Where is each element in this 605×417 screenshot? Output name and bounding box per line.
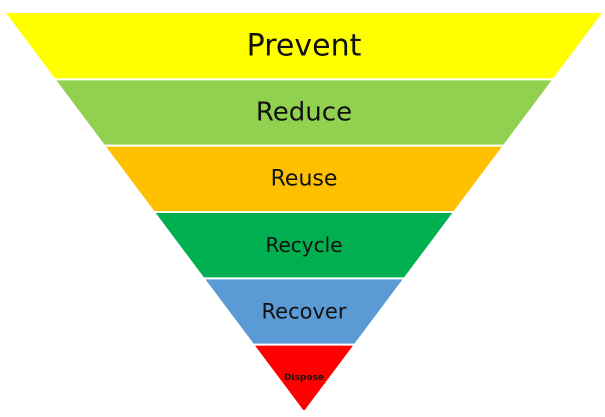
level-label-reuse: Reuse <box>271 166 338 191</box>
pyramid-band-recycle <box>155 213 453 278</box>
level-label-recycle: Recycle <box>266 233 343 257</box>
level-label-dispose: Dispose <box>284 373 324 383</box>
pyramid-band-reduce <box>56 80 552 145</box>
level-label-reduce: Reduce <box>256 98 352 128</box>
level-label-recover: Recover <box>262 300 347 324</box>
pyramid-band-recover <box>205 279 403 344</box>
pyramid-band-reuse <box>106 146 502 211</box>
pyramid-band-prevent <box>6 13 602 79</box>
pyramid-band-dispose <box>255 345 353 410</box>
level-label-prevent: Prevent <box>247 29 362 64</box>
